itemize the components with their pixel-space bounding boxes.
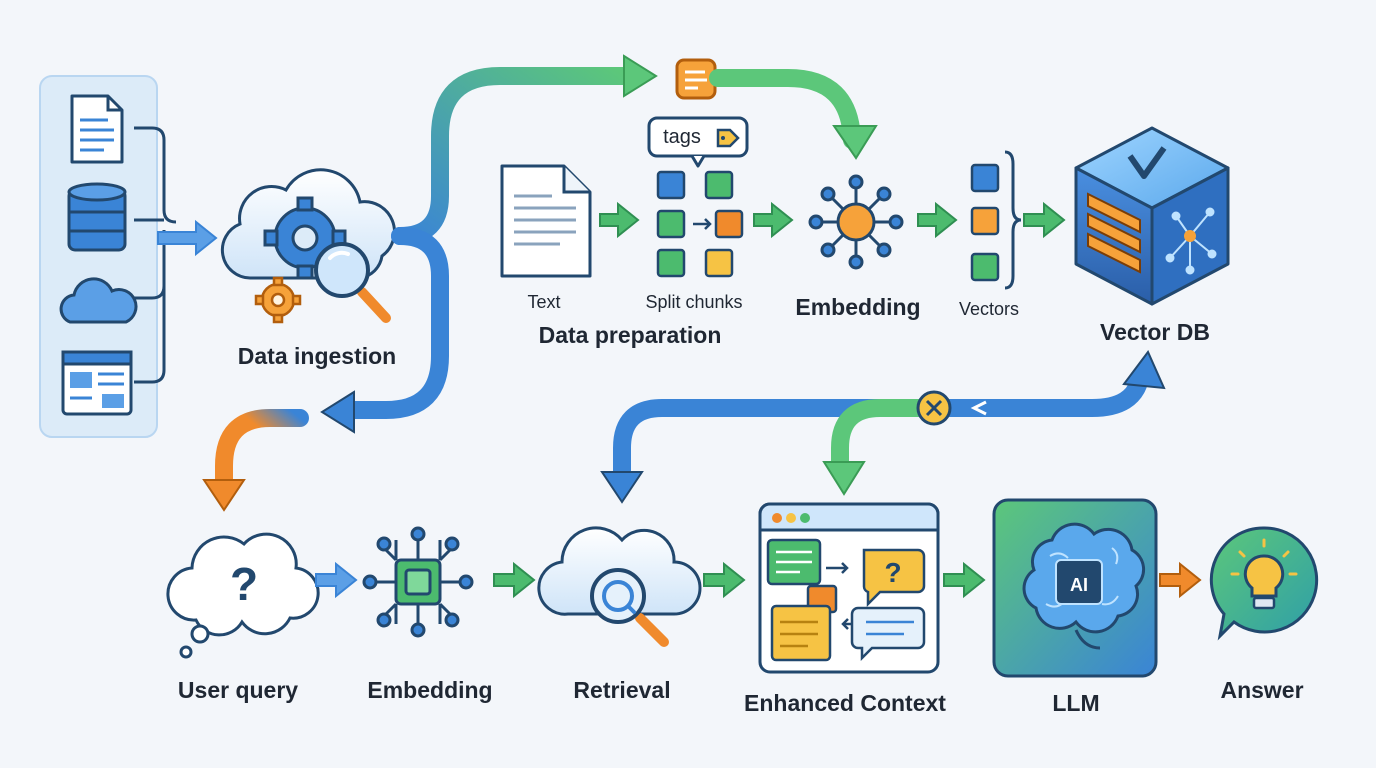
note-icon [675,58,717,100]
label-split-chunks: Split chunks [645,292,743,312]
arrow-chunks-to-embedding [753,201,794,239]
embedding-chip-icon [362,526,474,638]
arrow-vectors-to-db [1023,201,1066,239]
web-page-icon [61,350,133,416]
label-enhanced-context: Enhanced Context [744,690,946,716]
cancel-marker-icon [916,390,952,426]
label-embedding-top: Embedding [795,294,921,320]
arrow-retrieval-to-context [703,561,746,599]
embedding-node-icon [808,174,904,270]
cloud-storage-icon [59,277,138,324]
user-query-thought-icon [166,532,320,659]
label-answer: Answer [1220,677,1304,703]
arrow-sources-to-ingestion [157,219,218,257]
vectors-icon [970,150,1022,290]
arrow-ingestion-return [341,227,449,419]
label-vector-db: Vector DB [1100,319,1210,345]
data-ingestion-cloud-icon [220,168,396,324]
label-embedding-bottom: Embedding [367,677,493,703]
label-text: Text [527,292,561,312]
label-user-query: User query [177,677,299,703]
arrow-to-user-query [215,409,309,489]
source-connectors [134,126,177,384]
context-question-mark: ? [884,557,901,588]
arrow-ingestion-to-preparation [391,67,635,245]
magnifier-icon [314,242,391,323]
llm-brain-icon [992,498,1158,678]
answer-lightbulb-icon [1209,526,1319,641]
arrow-context-to-llm [943,561,986,599]
sources-panel [39,75,158,438]
vector-db-cube-icon [1074,126,1230,306]
label-retrieval: Retrieval [573,677,671,703]
retrieval-cloud-icon [537,526,702,647]
label-vectors: Vectors [958,299,1020,319]
question-mark: ? [230,558,258,610]
document-icon [70,94,124,164]
database-icon [67,182,127,252]
arrow-query-to-embedding [315,561,358,599]
arrow-to-enhanced-context [831,399,929,473]
arrow-db-to-retrieval [613,369,1149,481]
text-document-icon [500,164,592,278]
arrow-embedding-to-retrieval [493,561,536,599]
ai-chip-label: AI [1070,575,1088,595]
tags-bubble [647,116,749,168]
arrow-embedding-to-vectors [917,201,958,239]
label-data-preparation: Data preparation [538,322,722,348]
tags-label: tags [663,126,701,148]
label-data-ingestion: Data ingestion [237,343,397,369]
arrow-llm-to-answer [1159,561,1202,599]
split-chunks-icon [656,170,744,278]
arrow-text-to-chunks [599,201,640,239]
label-llm: LLM [1052,690,1100,716]
enhanced-context-window-icon [758,502,940,674]
